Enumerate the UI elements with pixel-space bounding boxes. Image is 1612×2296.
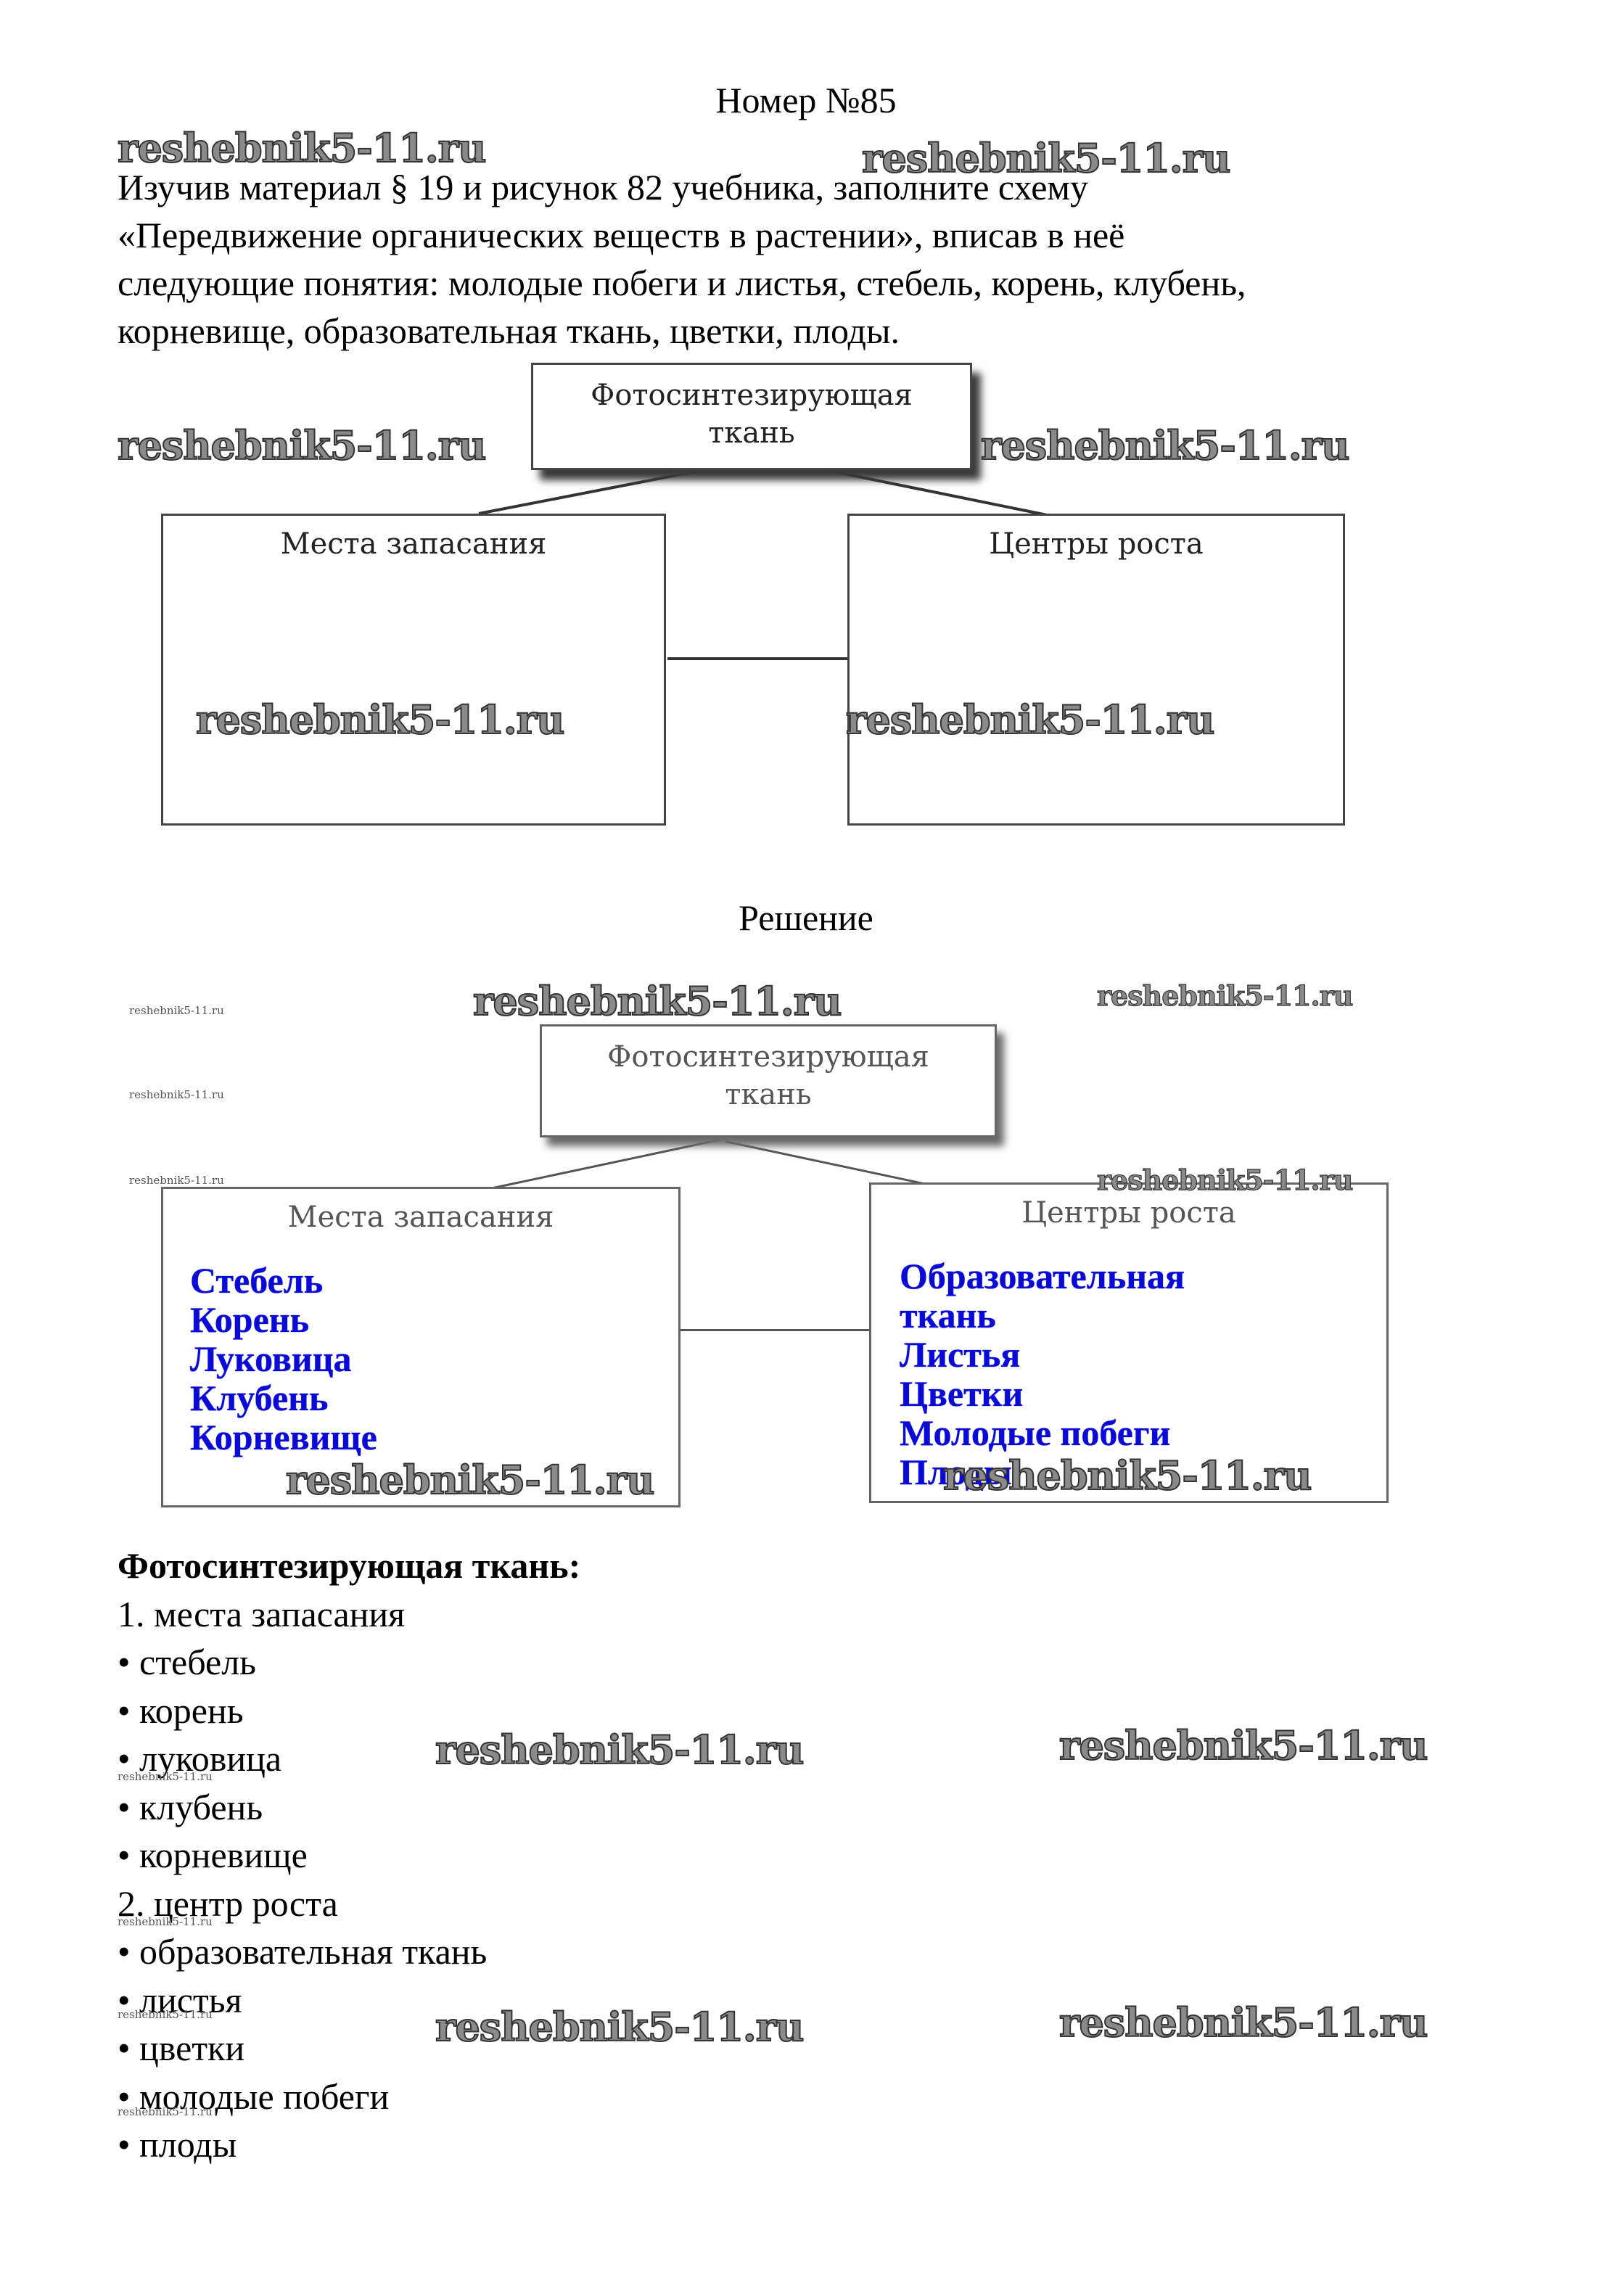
group-title: 2. центр роста — [118, 1883, 338, 1924]
list-item: • молодые побеги — [118, 2075, 390, 2117]
left-box-header: Места запасания — [280, 527, 547, 561]
answer-item: Стебель — [190, 1260, 324, 1301]
list-item: • листья — [118, 1979, 242, 2020]
answer-item: Луковица — [190, 1338, 352, 1379]
page-title: Номер №85 — [715, 80, 897, 120]
answer-item: Клубень — [190, 1378, 329, 1418]
growth-answers-list: Образовательная ткань Листья Цветки Моло… — [900, 1256, 1185, 1491]
left-box-storage: Места запасания — [161, 1187, 680, 1507]
task-line: следующие понятия: молодые побеги и лист… — [118, 263, 1246, 303]
right-box-growth: Центры роста — [869, 1182, 1389, 1503]
answer-item: Молодые побеги — [900, 1412, 1171, 1453]
task-line: корневище, образовательная ткань, цветки… — [118, 310, 900, 351]
task-line: «Передвижение органических веществ в рас… — [118, 215, 1125, 255]
right-box-growth: Центры роста — [847, 514, 1345, 826]
top-box-line: ткань — [708, 416, 795, 450]
left-box-header: Места запасания — [287, 1201, 554, 1234]
watermark: reshebnik5-11.ru — [980, 421, 1350, 469]
summary-heading: Фотосинтезирующая ткань: — [118, 1545, 581, 1586]
watermark: reshebnik5-11.ru — [1058, 1721, 1428, 1769]
answer-item: Образовательная ткань — [900, 1256, 1185, 1336]
connector-line — [493, 1138, 721, 1189]
list-item: • клубень — [118, 1786, 263, 1827]
solution-heading: Решение — [739, 897, 873, 938]
top-box-photosynthetic-tissue: Фотосинтезирующая ткань — [531, 363, 972, 470]
summary-list: Фотосинтезирующая ткань: 1. места запаса… — [118, 1542, 580, 2169]
watermark: reshebnik5-11.ru — [1058, 1999, 1428, 2046]
task-text: Изучив материал § 19 и рисунок 82 учебни… — [118, 163, 1496, 355]
watermark: reshebnik5-11.ru — [472, 977, 842, 1025]
connector-line — [680, 1329, 871, 1331]
group-title: 1. места запасания — [118, 1593, 406, 1634]
list-item: • плоды — [118, 2124, 237, 2165]
connector-line — [667, 657, 849, 660]
list-item: • корень — [118, 1690, 244, 1731]
list-item: • стебель — [118, 1642, 256, 1682]
list-item: • луковица — [118, 1738, 282, 1779]
top-box-label: Фотосинтезирующая ткань — [542, 1038, 995, 1114]
right-box-header: Центры роста — [989, 527, 1204, 561]
top-box-line: Фотосинтезирующая — [591, 379, 913, 412]
top-box-photosynthetic-tissue: Фотосинтезирующая ткань — [540, 1024, 997, 1137]
right-box-header: Центры роста — [1021, 1196, 1236, 1230]
watermark: reshebnik5-11.ru — [117, 421, 487, 469]
answer-item: Цветки — [900, 1373, 1024, 1414]
top-box-label: Фотосинтезирующая ткань — [533, 377, 970, 452]
task-line: Изучив материал § 19 и рисунок 82 учебни… — [118, 167, 1089, 207]
answer-item: Корневище — [190, 1417, 377, 1457]
storage-answers-list: Стебель Корень Луковица Клубень Корневищ… — [190, 1261, 377, 1457]
left-box-storage: Места запасания — [161, 514, 666, 826]
list-item: • цветки — [118, 2028, 245, 2068]
watermark: reshebnik5-11.ru — [129, 1088, 224, 1101]
answer-item: Листья — [900, 1334, 1021, 1375]
watermark: reshebnik5-11.ru — [1096, 979, 1354, 1012]
top-box-line: ткань — [725, 1078, 812, 1111]
list-item: • корневище — [118, 1835, 308, 1875]
watermark: reshebnik5-11.ru — [129, 1174, 224, 1187]
top-box-line: Фотосинтезирующая — [607, 1040, 929, 1074]
list-item: • образовательная ткань — [118, 1931, 488, 1972]
watermark: reshebnik5-11.ru — [129, 1004, 224, 1017]
answer-item: Корень — [190, 1299, 310, 1340]
answer-item: Плоды — [900, 1452, 1012, 1492]
